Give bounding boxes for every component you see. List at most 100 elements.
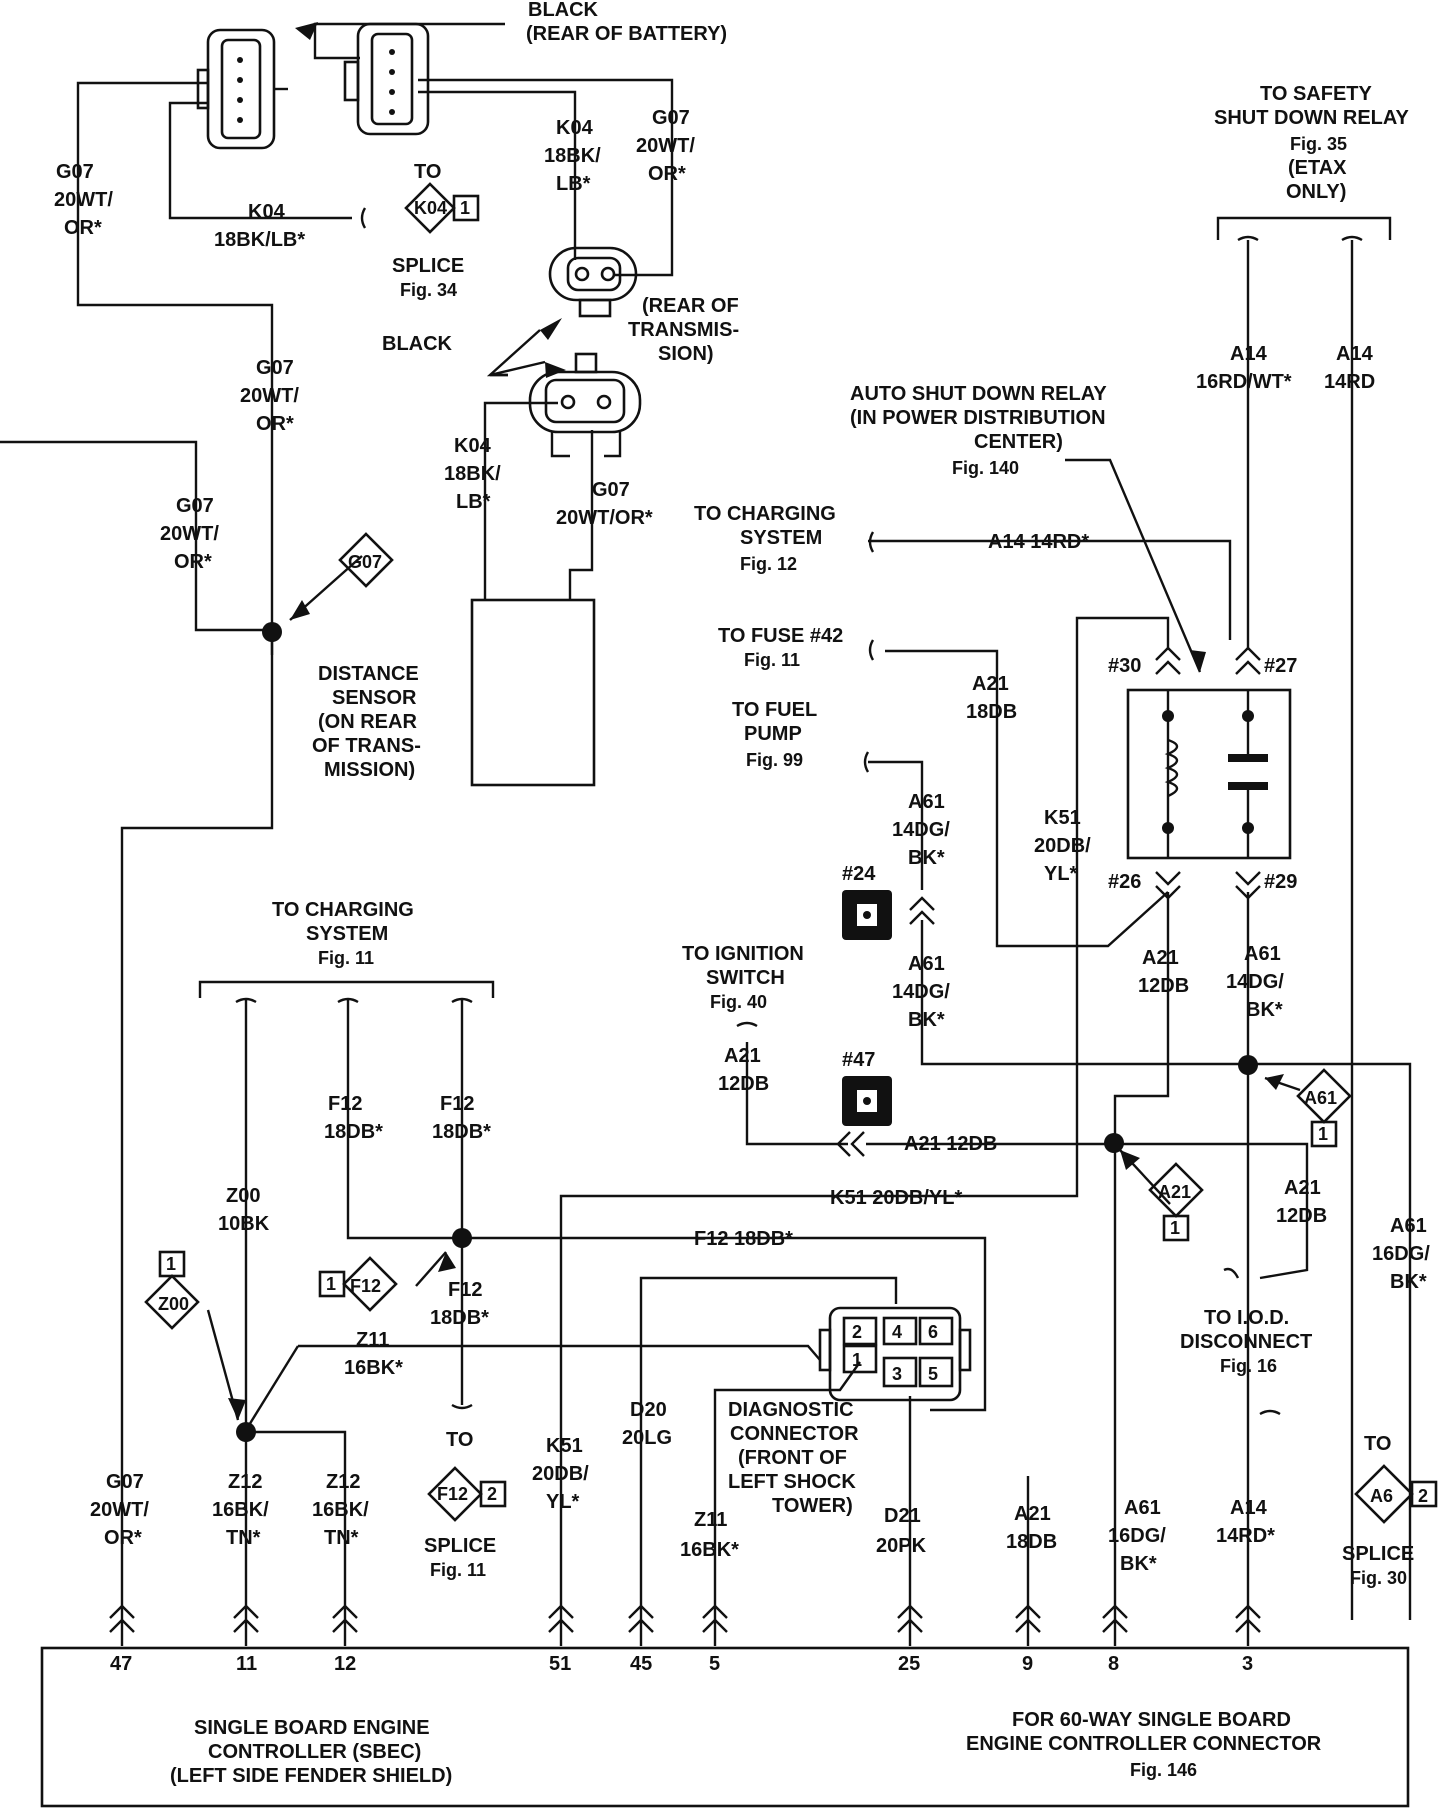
bottom-a61-line1: A61 [1124, 1497, 1161, 1519]
pin-26: #26 [1108, 871, 1141, 893]
g07b-line2: 20WT/ [240, 385, 299, 407]
bottom-a21-line2: 18DB [1006, 1531, 1057, 1553]
bottom-a21-line1: A21 [1014, 1503, 1051, 1525]
bottom-g07-line2: 20WT/ [90, 1499, 149, 1521]
transmission-connector-lower [528, 352, 642, 458]
f12-wire: F12 18DB* [694, 1228, 793, 1250]
asd-line2: (IN POWER DISTRIBUTION [850, 407, 1106, 429]
mid-g07-line3: OR* [648, 163, 686, 185]
to-charging-12-line2: SYSTEM [740, 527, 822, 549]
diag-pin-4: 4 [892, 1322, 902, 1342]
splice-f12-id: F12 [350, 1276, 381, 1296]
mid-g07-line1: G07 [652, 107, 690, 129]
splice-a21-num: 1 [1170, 1218, 1180, 1238]
to-safety-line3: Fig. 35 [1290, 134, 1347, 154]
a21-18db-line2: 18DB [966, 701, 1017, 723]
to-ignition-line2: SWITCH [706, 967, 785, 989]
diag-line2: CONNECTOR [730, 1423, 859, 1445]
k51-line3: YL* [1044, 863, 1078, 885]
to-charging-12-line3: Fig. 12 [740, 554, 797, 574]
pin-30: #30 [1108, 655, 1141, 677]
a14-14rd-wire: A14 14RD* [988, 531, 1089, 553]
a21-left-line2: 12DB [718, 1073, 769, 1095]
bottom-d21-line2: 20PK [876, 1535, 927, 1557]
to-iod-line3: Fig. 16 [1220, 1356, 1277, 1376]
diag-pin-1: 1 [852, 1350, 862, 1370]
ctrl-pin-47: 47 [110, 1653, 132, 1675]
bottom-z12a-line1: Z12 [228, 1471, 262, 1493]
k51-line1: K51 [1044, 807, 1081, 829]
to-iod-line1: TO I.O.D. [1204, 1307, 1289, 1329]
connector-24 [842, 890, 892, 940]
splice-a21 [1148, 1162, 1204, 1242]
conn-47-label: #47 [842, 1049, 875, 1071]
bottom-z12a-line2: 16BK/ [212, 1499, 269, 1521]
z11-left-line2: 16BK* [344, 1357, 403, 1379]
ctrl-pin-5: 5 [709, 1653, 720, 1675]
sensor-g07-line1: G07 [592, 479, 630, 501]
diag-line5: TOWER) [772, 1495, 853, 1517]
wires [0, 22, 1412, 1620]
sensor-k04-line3: LB* [456, 491, 491, 513]
conn-24-label: #24 [842, 863, 876, 885]
to-ignition-line1: TO IGNITION [682, 943, 804, 965]
to-charging-11-line3: Fig. 11 [318, 948, 374, 968]
black-label: BLACK [382, 333, 453, 355]
f12-right-line1: F12 [440, 1093, 474, 1115]
auto-shut-down-relay [1065, 458, 1292, 860]
asd-line1: AUTO SHUT DOWN RELAY [850, 383, 1107, 405]
to-fuel-pump-line1: TO FUEL [732, 699, 817, 721]
controller-name-line1: SINGLE BOARD ENGINE [194, 1717, 430, 1739]
left-g07-line2: 20WT/ [54, 189, 113, 211]
diag-pin-5: 5 [928, 1364, 938, 1384]
splice-k04 [404, 182, 480, 234]
bottom-z12a-line3: TN* [226, 1527, 261, 1549]
a61-16dg-line1: A61 [1390, 1215, 1427, 1237]
a61-16dg-line2: 16DG/ [1372, 1243, 1430, 1265]
z11-left-line1: Z11 [356, 1329, 389, 1351]
ctrl-pin-25: 25 [898, 1653, 920, 1675]
a61-mid-line1: A61 [908, 953, 945, 975]
splice-f12-to-id: F12 [437, 1484, 468, 1504]
rear-of-trans-line3: SION) [658, 343, 714, 365]
controller-note-line2: ENGINE CONTROLLER CONNECTOR [966, 1733, 1322, 1755]
a14-16rd-line1: A14 [1230, 343, 1268, 365]
g07b-line1: G07 [256, 357, 294, 379]
splice-f12-to-num: 2 [487, 1484, 497, 1504]
to-safety-line5: ONLY) [1286, 181, 1346, 203]
a61-mid-line2: 14DG/ [892, 981, 950, 1003]
bottom-z11-line2: 16BK* [680, 1539, 739, 1561]
splice-a61 [1296, 1068, 1352, 1148]
rear-of-trans-line1: (REAR OF [642, 295, 739, 317]
sbec-controller-box [40, 1646, 1410, 1808]
d20-line2: 20LG [622, 1427, 672, 1449]
bottom-z12b-line2: 16BK/ [312, 1499, 369, 1521]
diag-line1: DIAGNOSTIC [728, 1399, 854, 1421]
distance-sensor-line5: MISSION) [324, 759, 415, 781]
bottom-a61-line3: BK* [1120, 1553, 1157, 1575]
pin-27: #27 [1264, 655, 1297, 677]
splice-z00-id: Z00 [158, 1294, 189, 1314]
black-rear-battery-line2: (REAR OF BATTERY) [526, 23, 727, 45]
splice-f12 [318, 1256, 398, 1312]
a61-16dg-line3: BK* [1390, 1271, 1427, 1293]
diag-pin-2: 2 [852, 1322, 862, 1342]
bottom-a14-line1: A14 [1230, 1497, 1268, 1519]
sensor-k04-line1: K04 [454, 435, 492, 457]
controller-note-line3: Fig. 146 [1130, 1760, 1197, 1780]
splice-a6-to [1354, 1464, 1438, 1524]
a61-top-line2: 14DG/ [892, 819, 950, 841]
splice-g07 [338, 532, 394, 588]
splice-a61-num: 1 [1318, 1124, 1328, 1144]
bottom-z12b-line3: TN* [324, 1527, 359, 1549]
to-fuse-line1: TO FUSE #42 [718, 625, 843, 647]
k51-wire: K51 20DB/YL* [830, 1187, 962, 1209]
to-safety-line4: (ETAX [1288, 157, 1347, 179]
diag-line4: LEFT SHOCK [728, 1471, 856, 1493]
splice-k04-label2: Fig. 34 [400, 280, 457, 300]
to-safety-line1: TO SAFETY [1260, 83, 1373, 105]
to-fuse-line2: Fig. 11 [744, 650, 800, 670]
f12-right-line2: 18DB* [432, 1121, 491, 1143]
